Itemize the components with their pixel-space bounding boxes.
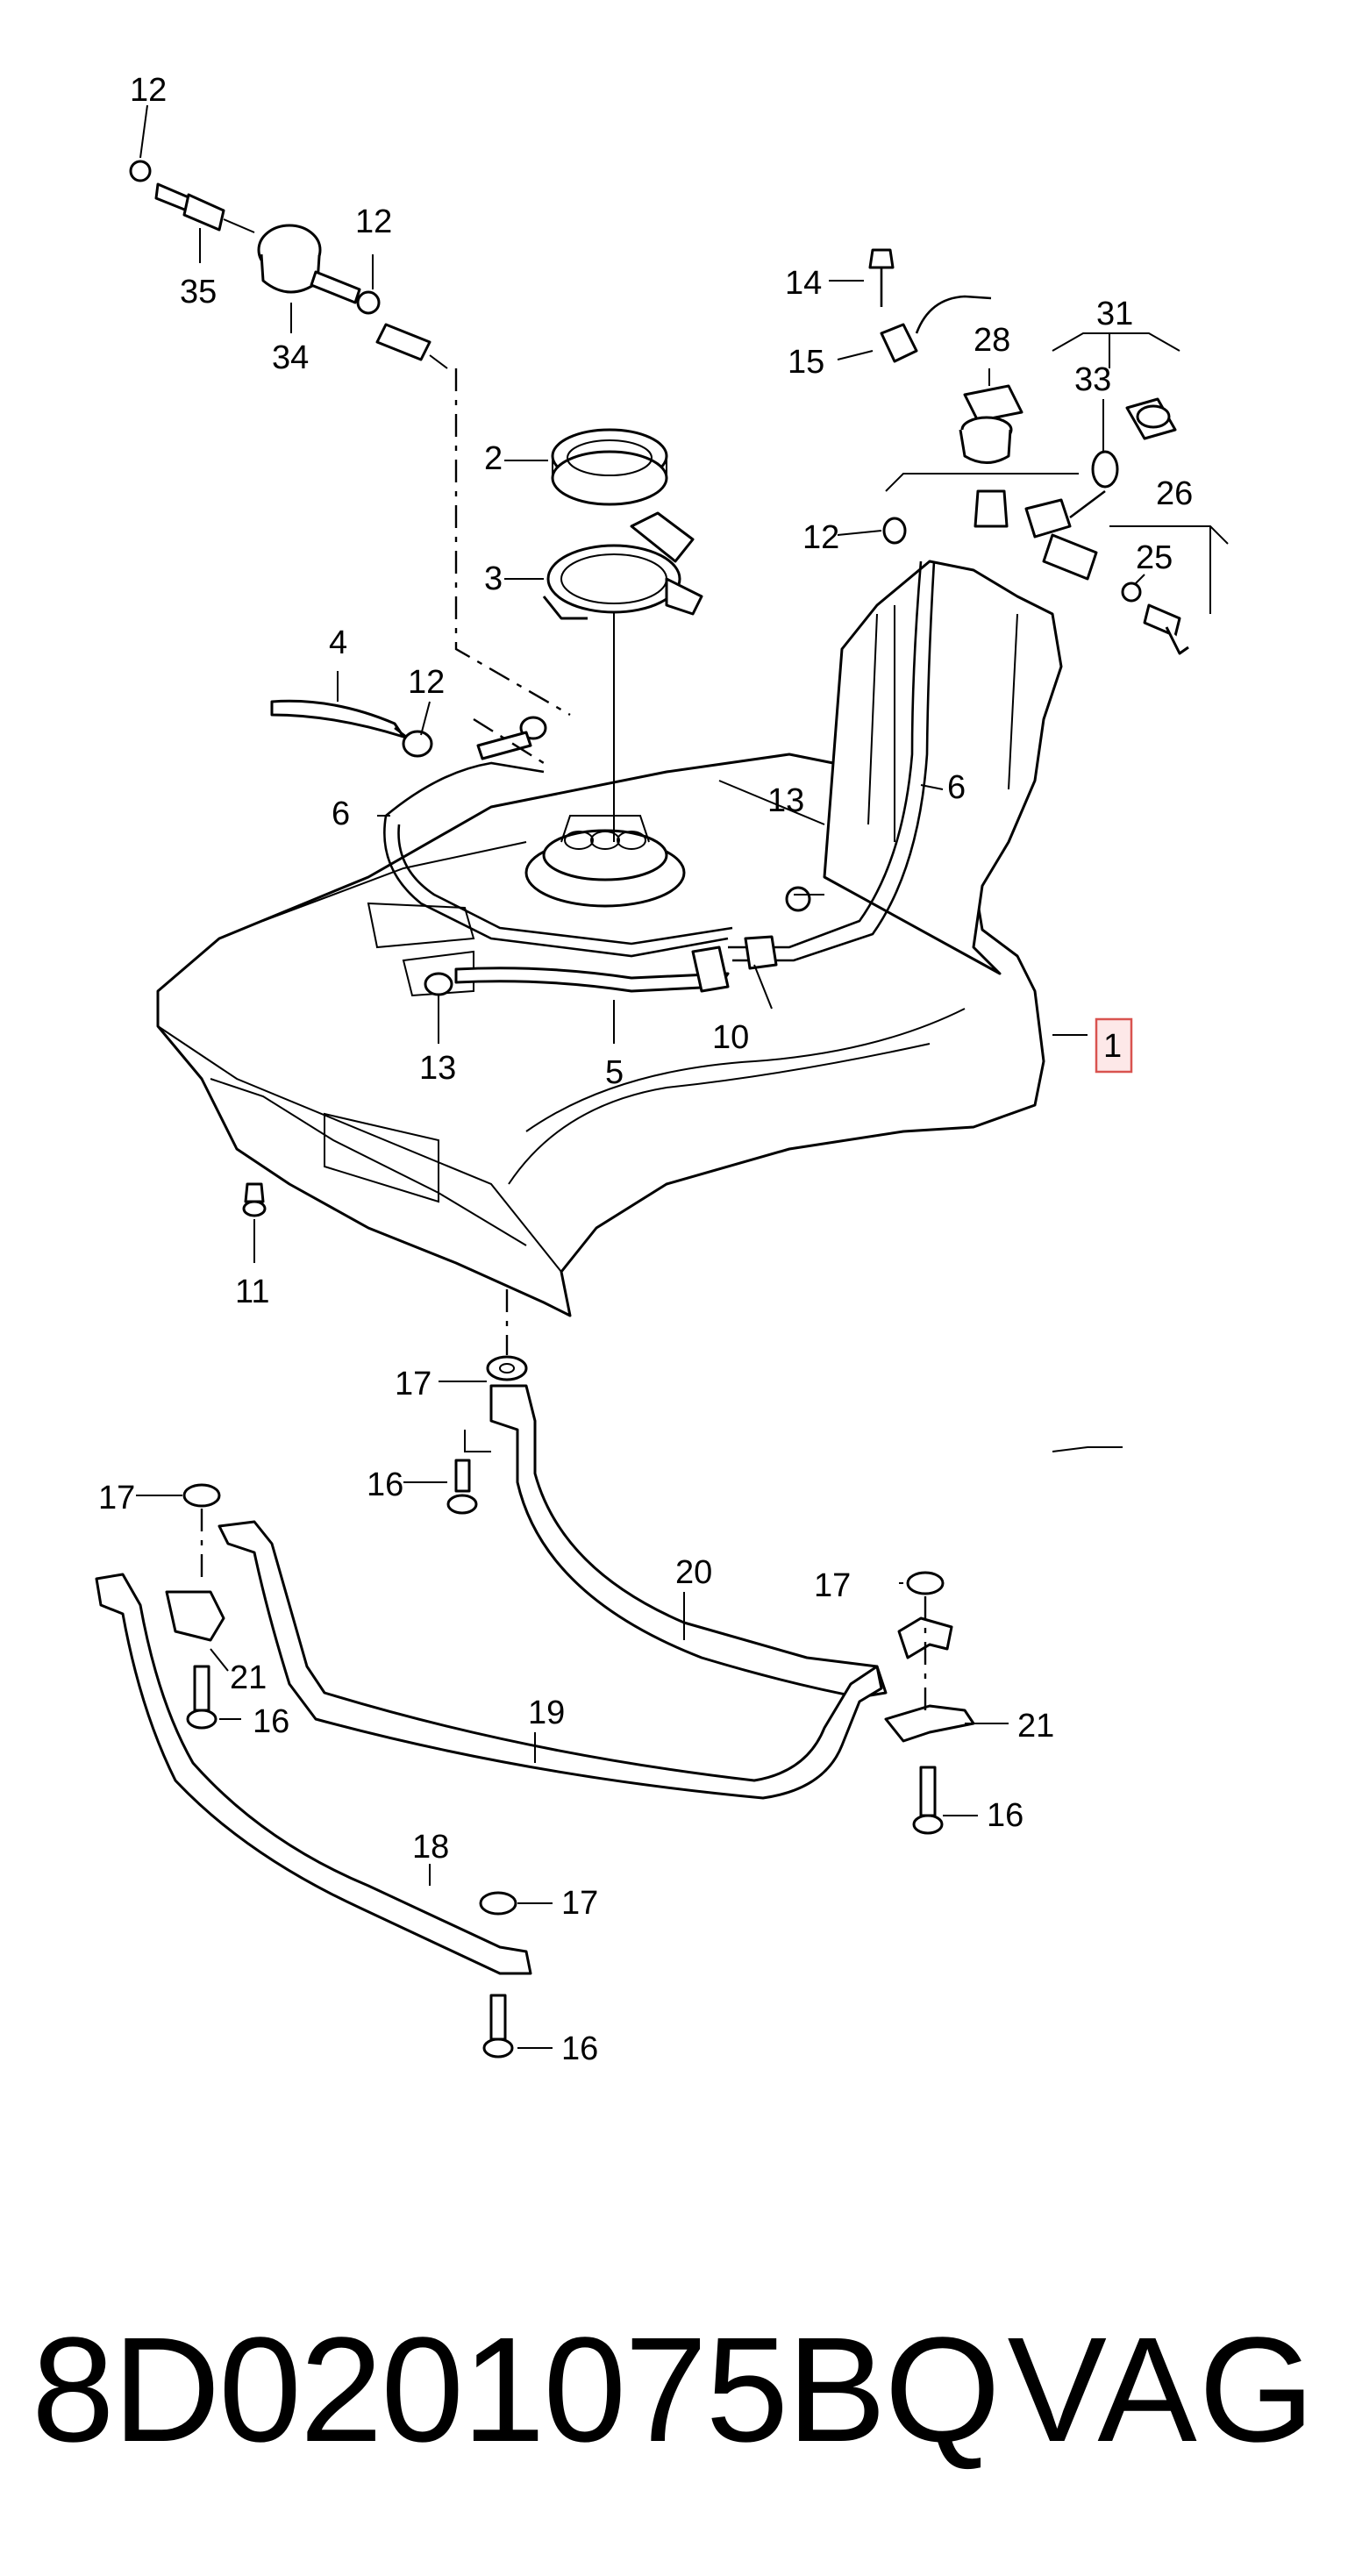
filler-neck-parts [868, 248, 1229, 655]
callout-2: 2 [484, 440, 503, 477]
hose-lines [270, 368, 936, 996]
callout-16: 16 [253, 1703, 289, 1740]
callout-25: 25 [1136, 539, 1173, 576]
callout-34: 34 [272, 339, 309, 376]
footer: 8D0201075BQ VAG [0, 2289, 1348, 2491]
callout-26: 26 [1156, 475, 1193, 512]
locking-ring [551, 428, 668, 506]
tank-straps [95, 1384, 975, 1975]
callout-1: 1 [1103, 1028, 1122, 1065]
callout-31: 31 [1096, 296, 1133, 332]
tank-pin [242, 1182, 267, 1217]
callout-1-highlight: 1 [1095, 1017, 1133, 1074]
callout-15: 15 [788, 344, 824, 381]
callout-12: 12 [355, 203, 392, 240]
fuel-tank [156, 560, 1063, 1317]
callout-35: 35 [180, 274, 217, 310]
leader-lines [136, 104, 1145, 2049]
callout-16: 16 [367, 1466, 403, 1503]
part-number: 8D0201075BQ [32, 2307, 1001, 2473]
brand-name: VAG [1007, 2307, 1316, 2473]
callout-5: 5 [605, 1054, 624, 1091]
fuel-tank-exploded-diagram: 12 35 34 12 2 3 4 12 6 13 6 10 5 13 11 1… [95, 72, 1229, 2067]
callout-6: 6 [332, 796, 350, 832]
callout-3: 3 [484, 560, 503, 597]
callout-21: 21 [230, 1659, 267, 1696]
callout-21: 21 [1017, 1708, 1054, 1745]
callout-18: 18 [412, 1829, 449, 1866]
callout-20: 20 [675, 1554, 712, 1591]
callout-17: 17 [395, 1366, 432, 1402]
callout-17: 17 [561, 1885, 598, 1922]
callout-17: 17 [814, 1567, 851, 1604]
callout-11: 11 [235, 1274, 269, 1310]
callout-13: 13 [767, 782, 804, 819]
callout-14: 14 [785, 265, 822, 302]
callout-33: 33 [1074, 361, 1111, 398]
callout-16: 16 [561, 2030, 598, 2067]
callout-labels: 12 35 34 12 2 3 4 12 6 13 6 10 5 13 11 1… [98, 72, 1193, 2067]
callout-12: 12 [802, 519, 839, 556]
callout-16: 16 [987, 1797, 1023, 1834]
callout-12: 12 [130, 72, 167, 109]
carbon-canister-valve-assembly [129, 160, 448, 369]
bolts-and-washers [182, 1289, 945, 2059]
callout-19: 19 [528, 1695, 565, 1731]
callout-28: 28 [974, 322, 1010, 359]
seal-ring [542, 511, 703, 620]
callout-10: 10 [712, 1019, 749, 1056]
callout-4: 4 [329, 624, 347, 661]
callout-6: 6 [947, 769, 966, 806]
callout-13: 13 [419, 1050, 456, 1087]
callout-12: 12 [408, 664, 445, 701]
callout-17: 17 [98, 1480, 135, 1516]
